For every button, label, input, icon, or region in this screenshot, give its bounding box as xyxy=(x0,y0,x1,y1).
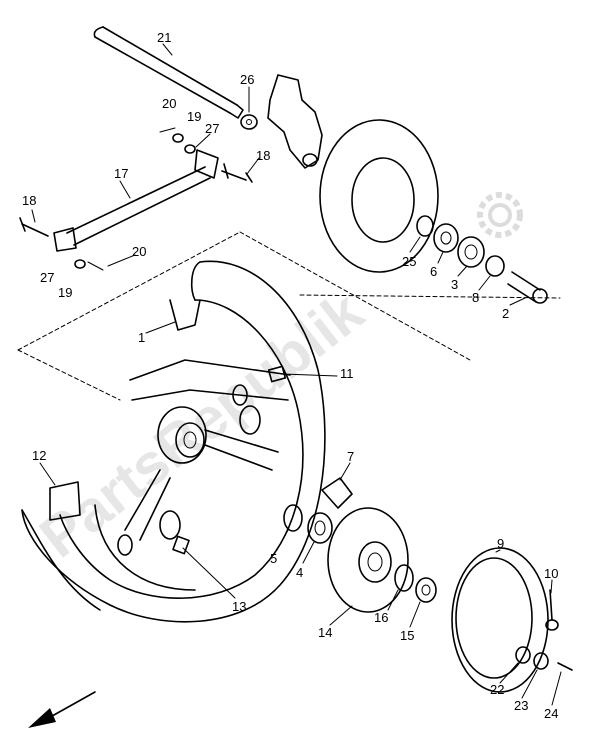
wheel-hub xyxy=(157,406,207,464)
callout-14: 14 xyxy=(318,625,332,640)
brake-drum-9 xyxy=(451,547,549,693)
pinch-bolt-hardware-top xyxy=(159,127,196,154)
callout-4: 4 xyxy=(296,565,303,580)
front-axle xyxy=(93,26,244,119)
rim-section-top xyxy=(169,299,201,331)
callout-23: 23 xyxy=(514,698,528,713)
bearing-15 xyxy=(415,577,437,603)
pinch-bolt-hardware-bottom xyxy=(74,259,104,271)
bolt-10 xyxy=(545,589,559,631)
washer-26 xyxy=(240,114,258,130)
callout-9: 9 xyxy=(497,536,504,551)
callout-16: 16 xyxy=(374,610,388,625)
assembly-lines xyxy=(17,231,561,401)
callout-27-left: 27 xyxy=(40,270,54,285)
callout-7: 7 xyxy=(347,449,354,464)
callout-22: 22 xyxy=(490,682,504,697)
callout-17: 17 xyxy=(114,166,128,181)
callout-18: 18 xyxy=(256,148,270,163)
callout-19: 19 xyxy=(187,109,201,124)
callout-18-left: 18 xyxy=(22,193,36,208)
nut-23 xyxy=(533,652,549,670)
o-ring-16 xyxy=(394,564,414,592)
callout-11: 11 xyxy=(340,366,354,381)
bearing-4 xyxy=(307,512,333,544)
rim-section-left xyxy=(49,481,81,521)
watermark: PartsRepublik xyxy=(28,278,376,570)
callout-21: 21 xyxy=(157,30,171,45)
bearing-stack-right xyxy=(416,215,548,304)
callout-20: 20 xyxy=(162,96,176,111)
callout-2: 2 xyxy=(502,306,509,321)
brake-disc xyxy=(319,119,439,273)
drive-plate-14 xyxy=(327,507,409,613)
callout-labels: 21 26 20 19 27 18 17 18 20 27 19 25 6 3 … xyxy=(22,30,558,721)
callout-10: 10 xyxy=(544,566,558,581)
leader-lines xyxy=(31,43,562,706)
callout-15: 15 xyxy=(400,628,414,643)
bolt-18-right xyxy=(221,163,253,183)
callout-24: 24 xyxy=(544,706,558,721)
meter-clutch-7 xyxy=(321,477,353,509)
callout-27: 27 xyxy=(205,121,219,136)
direction-arrow-icon xyxy=(28,691,96,728)
washer-22 xyxy=(515,646,531,664)
o-ring-5 xyxy=(283,504,303,532)
gear-watermark-icon xyxy=(477,192,523,238)
cotter-pin-24 xyxy=(557,662,573,671)
callout-25: 25 xyxy=(402,254,416,269)
callout-20-left: 20 xyxy=(132,244,146,259)
callout-3: 3 xyxy=(451,277,458,292)
caliper-bracket xyxy=(267,74,323,169)
callout-26: 26 xyxy=(240,72,254,87)
balance-weight-13 xyxy=(172,535,190,555)
callout-12: 12 xyxy=(32,448,46,463)
callout-1: 1 xyxy=(138,330,145,345)
callout-5: 5 xyxy=(270,551,277,566)
balance-weight-11 xyxy=(267,365,287,383)
callout-8: 8 xyxy=(472,290,479,305)
callout-13: 13 xyxy=(232,599,246,614)
wheel-spokes xyxy=(117,359,291,556)
bolt-18-left xyxy=(19,217,49,237)
axle-shaft-17 xyxy=(53,149,219,252)
callout-6: 6 xyxy=(430,264,437,279)
wheel-rim xyxy=(21,260,326,623)
callout-19-left: 19 xyxy=(58,285,72,300)
